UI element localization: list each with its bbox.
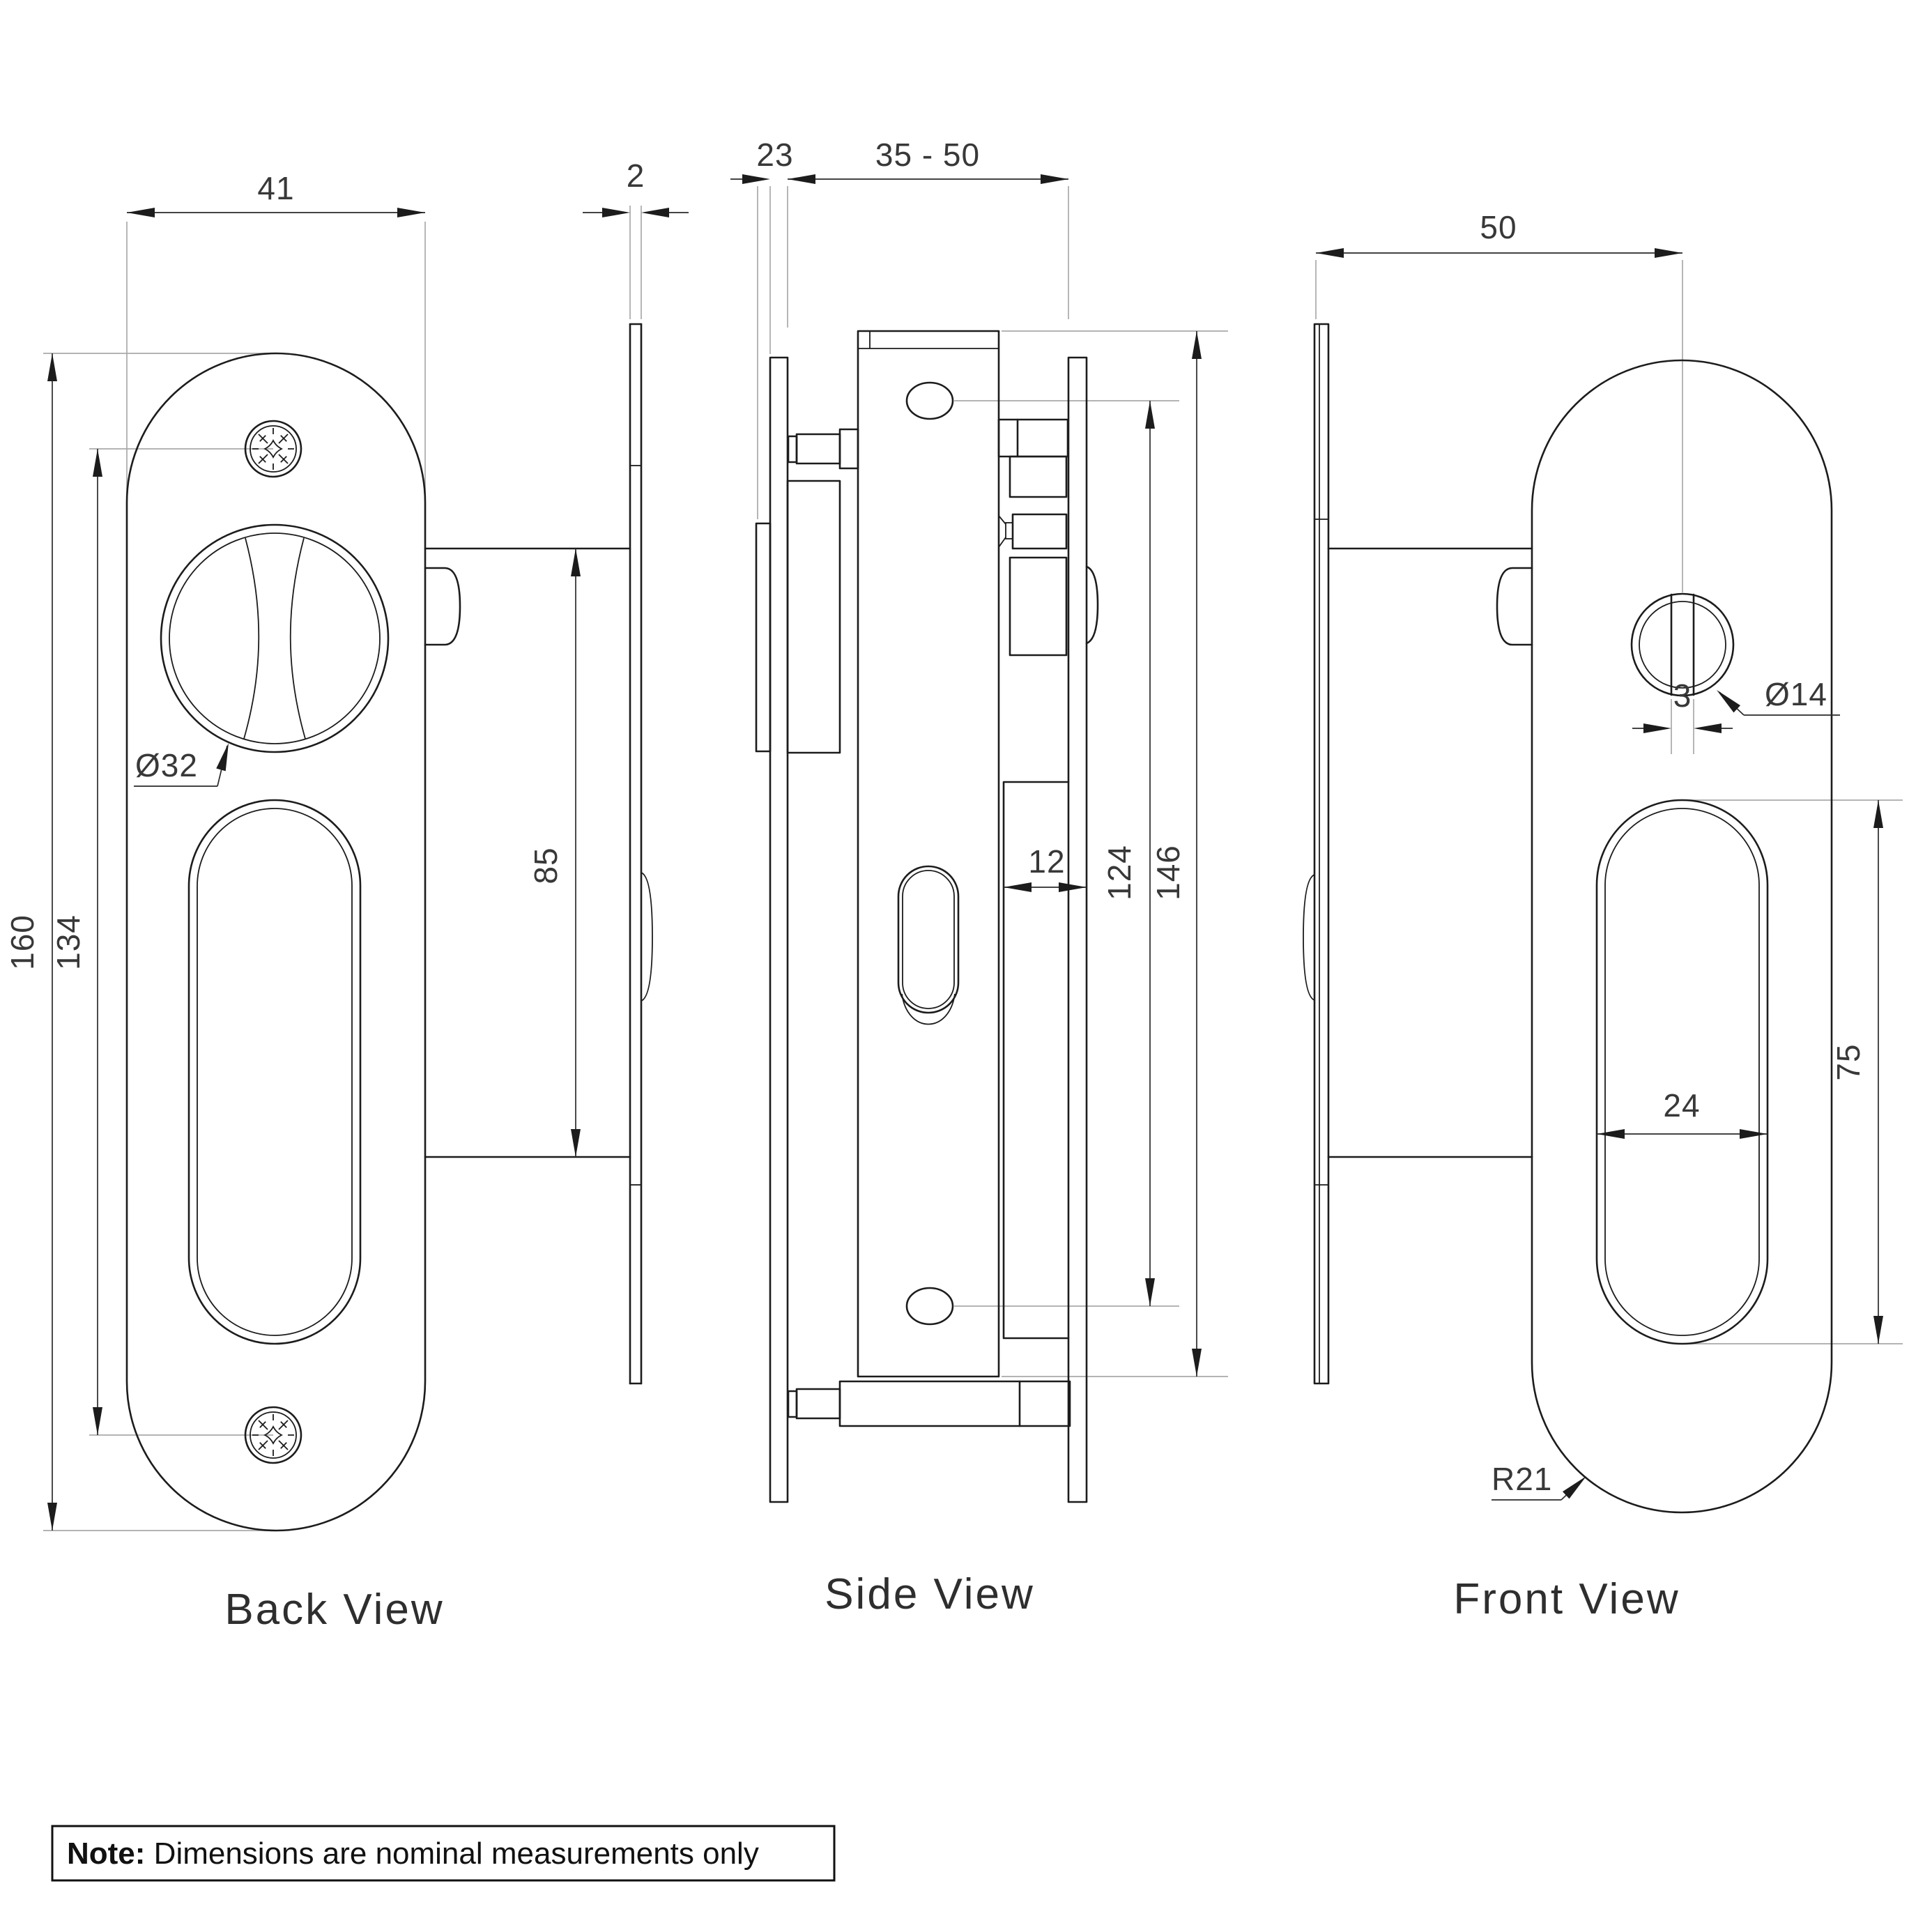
mechanism-blocks [997, 418, 1070, 1340]
spindle-slot-lip [901, 993, 956, 1025]
cylinder-block [1011, 513, 1068, 550]
back-plate [125, 352, 427, 1532]
dim-35-50: 35 - 50 [788, 137, 1068, 184]
screw-post-top [787, 428, 859, 470]
dim-134-text: 134 [50, 914, 86, 970]
spindle-slot [897, 865, 960, 1014]
note-box: Note: Dimensions are nominal measurement… [51, 1825, 836, 1882]
thumbturn [160, 523, 390, 753]
dim-2-text: 2 [627, 158, 645, 194]
retainer-clip [1005, 522, 1013, 539]
bottom-rail [838, 1380, 1071, 1427]
dim-50: 50 [1316, 209, 1682, 258]
dim-23-text: 23 [756, 137, 793, 173]
dim-124: 124 [1101, 401, 1155, 1306]
faceplate-edge [629, 323, 653, 1385]
side-view: 23 35 - 50 12 124 146 [730, 137, 1228, 1618]
dim-160: 160 [4, 353, 57, 1531]
fixing-hole-bottom [905, 1287, 954, 1326]
dim-85-text: 85 [528, 847, 564, 884]
dim-134: 134 [50, 449, 102, 1435]
back-view-label: Back View [224, 1586, 444, 1634]
emergency-release [1630, 592, 1735, 697]
latch-bump-side [1085, 565, 1099, 645]
dim-12-text: 12 [1028, 843, 1065, 880]
dim-41-text: 41 [257, 170, 294, 206]
strip-pull-bulge [1303, 874, 1315, 1001]
dim-124-text: 124 [1101, 845, 1137, 900]
thumbturn-knob-edge [755, 522, 772, 753]
dim-41: 41 [127, 170, 425, 217]
dim-23: 23 [730, 137, 793, 184]
lock-case [857, 330, 1000, 1378]
latch-bump-back [424, 567, 461, 646]
dim-85: 85 [528, 549, 581, 1157]
faceplate-pull-bulge [641, 872, 653, 1002]
dim-75-text: 75 [1830, 1043, 1866, 1080]
dim-35-50-text: 35 - 50 [875, 137, 980, 173]
dim-24-text: 24 [1663, 1087, 1700, 1124]
front-pull-recess [1595, 799, 1769, 1345]
front-plate-edge [1067, 356, 1088, 1503]
fixing-hole-top [905, 381, 954, 420]
note-text: Note: Dimensions are nominal measurement… [67, 1837, 759, 1871]
back-plate-strip [1303, 323, 1330, 1385]
dim-dia32-text: Ø32 [135, 747, 198, 783]
screw-bottom [244, 1406, 302, 1464]
back-view: 41 2 160 134 85 [4, 158, 689, 1634]
back-plate-edge [769, 356, 789, 1503]
side-view-label: Side View [825, 1570, 1035, 1618]
latch-bump-front [1496, 567, 1533, 646]
leader-dia14: Ø14 [1713, 676, 1840, 716]
latch-block [1009, 556, 1068, 657]
lower-box [1002, 781, 1070, 1340]
screw-top [244, 420, 302, 478]
dim-160-text: 160 [4, 914, 40, 970]
leader-dia32: Ø32 [134, 742, 233, 787]
dim-146: 146 [1150, 331, 1202, 1377]
dim-3-text: 3 [1673, 677, 1692, 714]
dim-24: 24 [1597, 1087, 1768, 1139]
dim-146-text: 146 [1150, 845, 1186, 900]
turn-boss [786, 480, 841, 754]
dim-3: 3 [1632, 677, 1733, 733]
dim-dia14-text: Ø14 [1765, 676, 1827, 712]
dim-2: 2 [583, 158, 689, 217]
screw-post-bottom [787, 1380, 1071, 1427]
back-pull-recess [187, 799, 362, 1345]
note-body: Dimensions are nominal measurements only [145, 1837, 758, 1871]
front-view-label: Front View [1453, 1575, 1680, 1623]
dim-50-text: 50 [1480, 209, 1517, 245]
front-plate [1531, 359, 1833, 1514]
leader-r21: R21 [1492, 1461, 1590, 1501]
dim-75: 75 [1830, 800, 1883, 1344]
dim-r21-text: R21 [1492, 1461, 1552, 1497]
note-label: Note: [67, 1837, 145, 1871]
front-view: 50 3 Ø14 24 75 [1303, 209, 1903, 1623]
dim-12: 12 [1004, 843, 1087, 892]
